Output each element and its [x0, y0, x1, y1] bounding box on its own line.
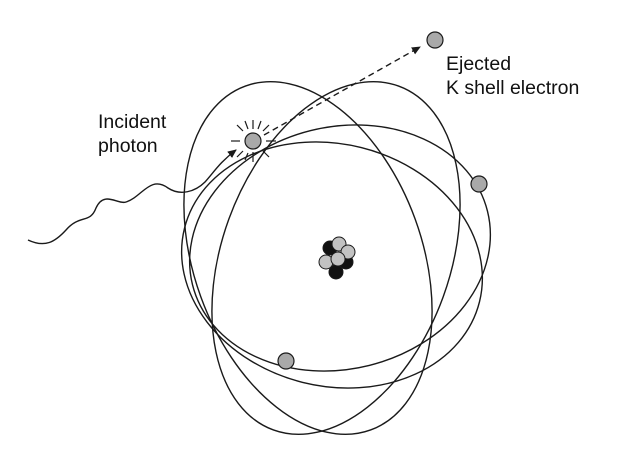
ejected-electron-label: Ejected K shell electron: [446, 52, 579, 100]
incident-photon-label: Incident photon: [98, 110, 166, 158]
incident-photon-label-line1: Incident: [98, 111, 167, 133]
impact-burst: [231, 120, 276, 162]
orbit-vertical-right: [211, 80, 461, 436]
incident-photon-label-line2: photon: [98, 135, 158, 157]
ejected-electron: [426, 31, 444, 49]
orbital-electron-lower: [277, 352, 295, 370]
orbit-horizontal-upper: [188, 124, 492, 372]
ejection-path-arrow: [263, 46, 421, 136]
ejected-electron-label-line2: K shell electron: [446, 77, 580, 99]
k-shell-electron-impact: [244, 132, 262, 150]
proton: [330, 251, 346, 267]
electrons: [244, 31, 488, 370]
orbit-vertical-left: [183, 80, 433, 436]
orbital-electron-right: [470, 175, 488, 193]
orbit-horizontal-lower: [180, 141, 484, 389]
electron-orbits: [180, 80, 492, 436]
nucleus: [318, 236, 356, 280]
ejected-electron-label-line1: Ejected: [446, 53, 512, 75]
incident-photon-wave: [27, 149, 237, 245]
